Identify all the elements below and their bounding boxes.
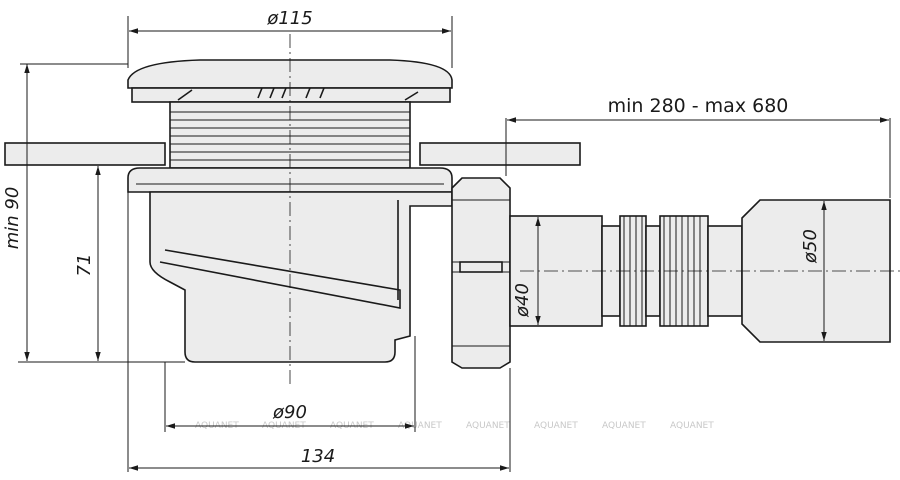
watermark-text: AQUANET <box>602 421 646 431</box>
dim-body-diameter-label: ø90 <box>272 402 307 423</box>
watermark-text: AQUANET <box>398 421 442 431</box>
floor-plate-right <box>419 142 581 166</box>
dim-body-diameter: ø90 <box>164 336 416 432</box>
dim-outlet-diameter-label: ø40 <box>512 283 533 318</box>
dim-min-height-label: min 90 <box>2 187 23 250</box>
dim-pipe-diameter-label: ø50 <box>800 229 821 264</box>
outlet-nut <box>451 177 511 369</box>
drain-cover <box>127 59 453 103</box>
dim-pipe-diameter: ø50 <box>800 201 827 341</box>
dim-top-diameter-label: ø115 <box>266 8 312 29</box>
watermark-text: AQUANET <box>534 421 578 431</box>
dim-outlet-diameter: ø40 <box>512 217 541 325</box>
floor-plate-left <box>4 142 166 166</box>
dim-top-diameter: ø115 <box>127 8 453 68</box>
dim-min-height: min 90 <box>2 63 185 363</box>
dim-height-label: 71 <box>74 254 95 277</box>
watermark-text: AQUANET <box>670 421 714 431</box>
dim-width: 134 <box>127 192 511 472</box>
watermark-text: AQUANET <box>466 421 510 431</box>
dim-pipe-length-label: min 280 - max 680 <box>608 95 789 117</box>
dim-pipe-length: min 280 - max 680 <box>505 95 891 198</box>
dim-width-label: 134 <box>301 446 335 467</box>
drain-body <box>149 191 453 363</box>
dim-height: 71 <box>74 164 150 361</box>
